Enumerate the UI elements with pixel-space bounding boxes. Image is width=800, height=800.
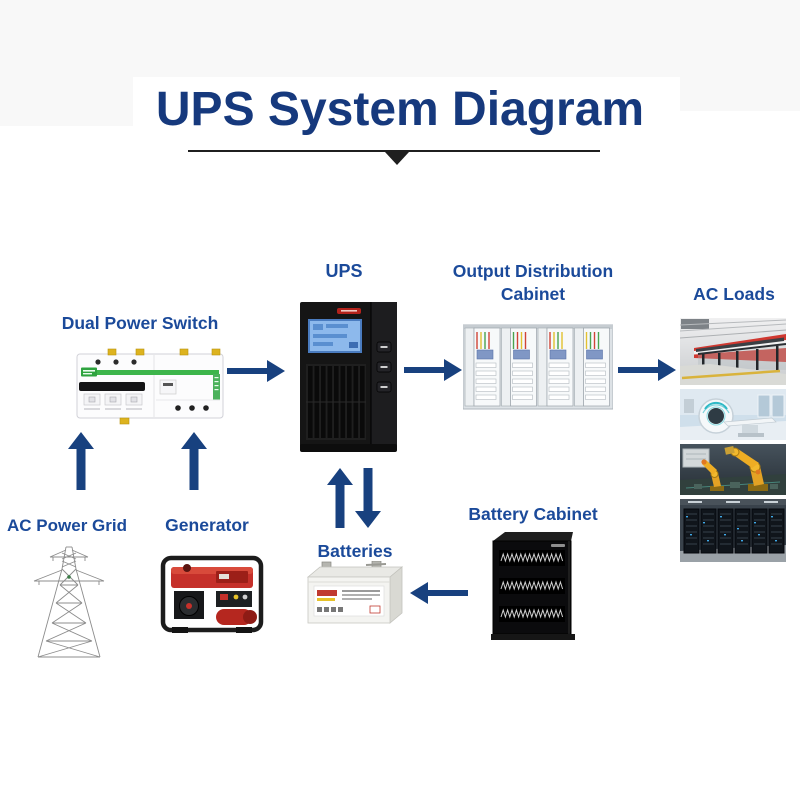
ups-device-image [300, 302, 397, 452]
label-batteries: Batteries [317, 541, 393, 561]
label-output-distribution-cabinet: Output Distribution Cabinet [453, 260, 613, 306]
arrow-batteries-to-ups [327, 468, 353, 528]
ac-load-photo-server-racks [680, 499, 786, 562]
ac-power-grid-tower-image [33, 546, 105, 658]
arrow-generator-to-switch [181, 432, 207, 490]
arrow-ups-to-output-cabinet [404, 359, 462, 381]
title-pointer-triangle-icon [385, 152, 409, 165]
arrow-output-cabinet-to-ac-loads [618, 359, 676, 381]
top-gray-band [0, 0, 800, 77]
ac-load-photo-metro [680, 318, 786, 385]
arrow-switch-to-ups [227, 360, 285, 382]
label-output-distribution-line1: Output Distribution [452, 261, 614, 281]
top-right-gray-block [680, 0, 800, 111]
batteries-image [306, 561, 404, 624]
dual-power-switch-image [76, 348, 224, 425]
label-dual-power-switch: Dual Power Switch [61, 313, 219, 333]
arrow-ups-to-batteries [355, 468, 381, 528]
battery-cabinet-image [491, 532, 575, 640]
label-ac-power-grid: AC Power Grid [7, 516, 127, 535]
ac-load-photo-ct-scanner [680, 389, 786, 440]
title-underline [188, 150, 600, 152]
label-output-distribution-line2: Cabinet [500, 284, 566, 304]
output-distribution-cabinet-image [463, 324, 613, 410]
generator-image [160, 555, 264, 633]
page-title: UPS System Diagram [155, 83, 645, 136]
label-generator: Generator [165, 515, 249, 535]
label-battery-cabinet: Battery Cabinet [468, 504, 598, 524]
ac-load-photo-robot-arms [680, 444, 786, 495]
label-ups: UPS [325, 261, 363, 281]
label-ac-loads: AC Loads [693, 284, 775, 304]
arrow-battery-cabinet-to-batteries [410, 582, 468, 604]
arrow-grid-to-switch [68, 432, 94, 490]
top-left-gray-block [0, 0, 133, 126]
